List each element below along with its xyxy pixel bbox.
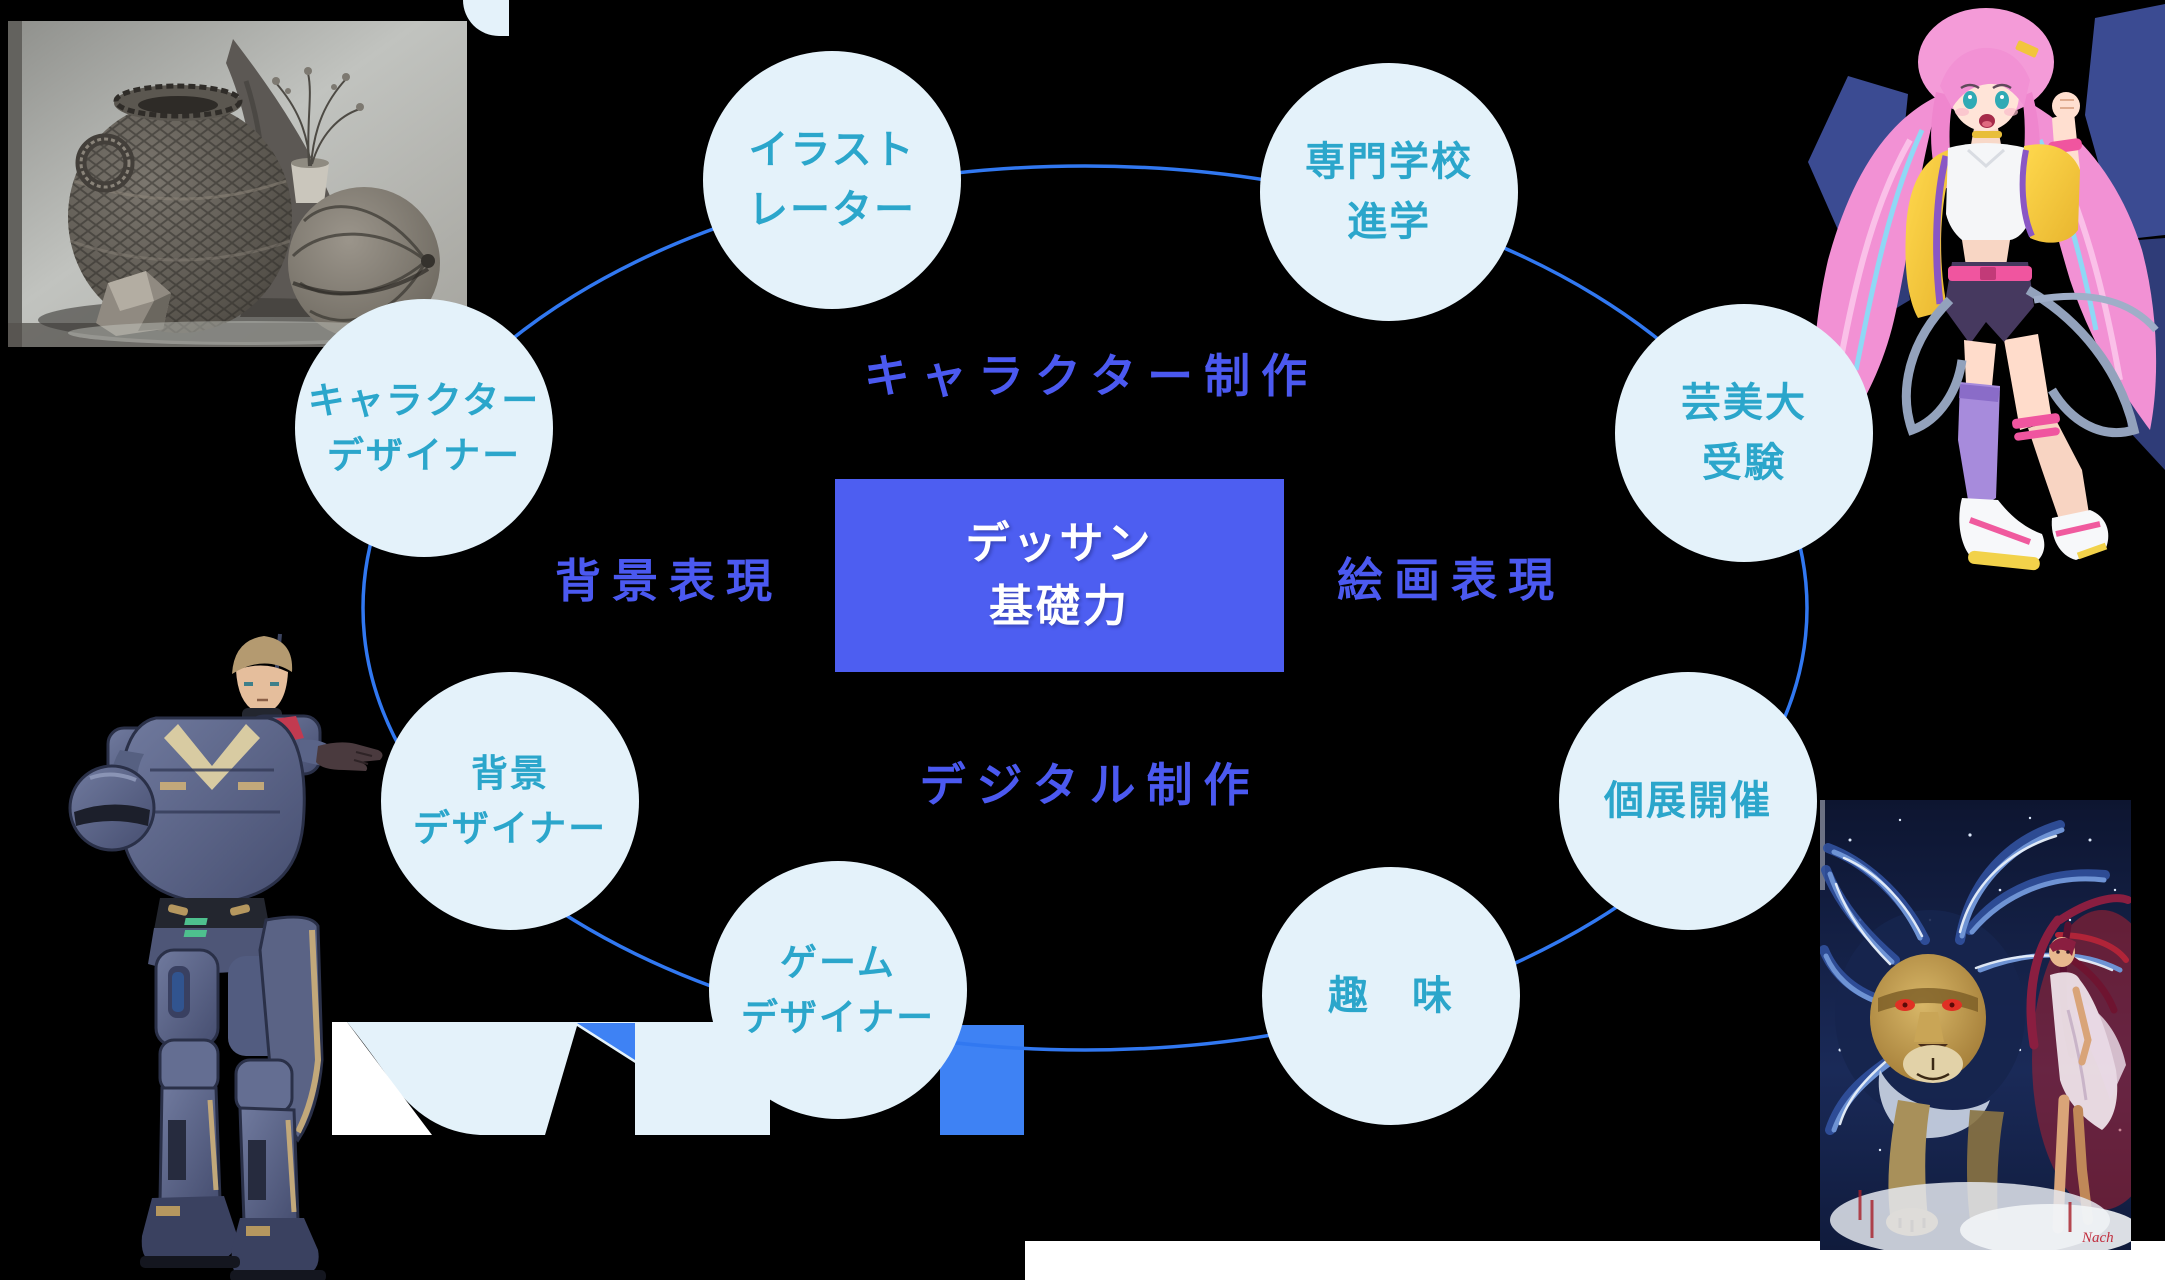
- label-digital-production: デジタル制作: [919, 759, 1261, 811]
- node-hobby: 趣 味: [1262, 867, 1520, 1125]
- still-life-drawing-image: [8, 21, 467, 347]
- node-illustrator: イラスト レーター: [703, 51, 961, 309]
- node-character-designer: キャラクター デザイナー: [295, 299, 553, 557]
- node-game-designer: ゲーム デザイナー: [709, 861, 967, 1119]
- soldier-image: [60, 620, 390, 1280]
- node-solo-exhibition: 個展開催: [1559, 672, 1817, 930]
- painting-signature: Nach: [2081, 1230, 2114, 1246]
- label-painting-expression: 絵画表現: [1337, 554, 1565, 606]
- center-dessin-box: デッサン 基礎力: [835, 479, 1284, 672]
- pale-corner-decor: [463, 0, 509, 36]
- node-art-university-exam: 芸美大 受験: [1615, 304, 1873, 562]
- node-background-designer: 背景 デザイナー: [381, 672, 639, 930]
- label-background-expression: 背景表現: [555, 555, 783, 607]
- label-character-production: キャラクター制作: [863, 350, 1319, 402]
- node-vocational-school: 専門学校 進学: [1260, 63, 1518, 321]
- lion-painting-image: Nach: [1819, 800, 2165, 1258]
- anime-girl-image: [1790, 0, 2165, 594]
